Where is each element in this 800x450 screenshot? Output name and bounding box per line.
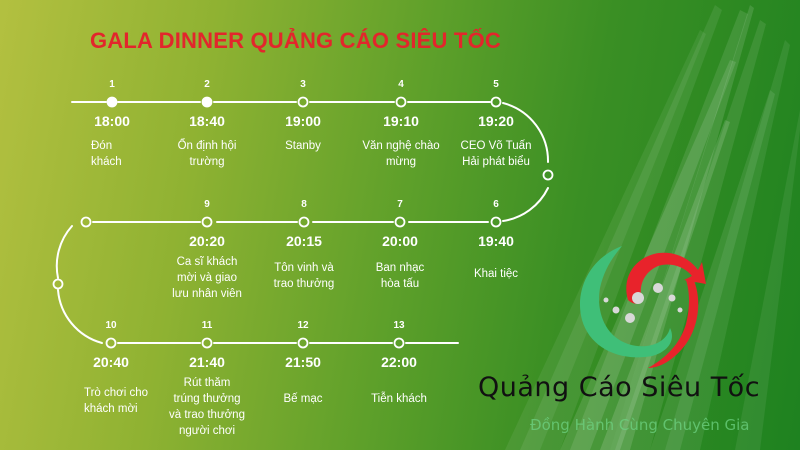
step-desc: Stanby (285, 140, 321, 152)
step-marker-2 (201, 96, 213, 108)
brand-name: Quảng Cáo Siêu Tốc (478, 372, 761, 403)
step-marker-1 (106, 96, 118, 108)
step-time: 20:15 (286, 233, 322, 249)
step-desc: Khai tiệc (473, 268, 519, 280)
step-marker-3 (297, 96, 309, 108)
step-marker-4 (395, 96, 407, 108)
step-12: 12 21:50 Bế mạc (248, 319, 358, 407)
step-number: 1 (109, 79, 115, 90)
step-marker-11 (201, 337, 213, 349)
step-marker-10 (105, 337, 117, 349)
step-number: 2 (204, 79, 210, 90)
step-time: 18:00 (94, 113, 130, 129)
step-time: 21:40 (189, 354, 225, 370)
step-desc: Tiễn khách (371, 393, 427, 405)
swirl-logo-icon (579, 246, 706, 368)
step-time: 19:40 (478, 233, 514, 249)
step-13: 13 22:00 Tiễn khách (344, 319, 454, 407)
step-number: 12 (297, 320, 309, 331)
step-number: 6 (493, 199, 499, 210)
step-marker-7 (394, 216, 406, 228)
step-number: 11 (201, 320, 213, 331)
brand-tagline: Đồng Hành Cùng Chuyên Gia (530, 416, 750, 434)
step-time: 19:20 (478, 113, 514, 129)
step-time: 20:00 (382, 233, 418, 249)
step-number: 8 (301, 199, 307, 210)
step-time: 19:00 (285, 113, 321, 129)
step-time: 21:50 (285, 354, 321, 370)
step-number: 5 (493, 79, 499, 90)
page-title: GALA DINNER QUẢNG CÁO SIÊU TỐC (90, 28, 501, 53)
step-number: 7 (397, 199, 403, 210)
step-number: 4 (398, 79, 404, 90)
step-marker-9 (201, 216, 213, 228)
step-number: 9 (204, 199, 210, 210)
step-6: 6 19:40 Khai tiệc (441, 198, 551, 282)
step-number: 13 (393, 320, 405, 331)
step-time: 22:00 (381, 354, 417, 370)
step-time: 18:40 (189, 113, 225, 129)
step-3: 3 19:00 Stanby (248, 78, 358, 154)
step-marker-6 (490, 216, 502, 228)
step-number: 10 (105, 320, 117, 331)
step-marker-12 (297, 337, 309, 349)
step-time: 20:40 (93, 354, 129, 370)
step-marker-13 (393, 337, 405, 349)
step-desc: Bế mạc (283, 393, 323, 405)
step-time: 20:20 (189, 233, 225, 249)
step-marker-5 (490, 96, 502, 108)
step-number: 3 (300, 79, 306, 90)
step-marker-8 (298, 216, 310, 228)
step-time: 19:10 (383, 113, 419, 129)
